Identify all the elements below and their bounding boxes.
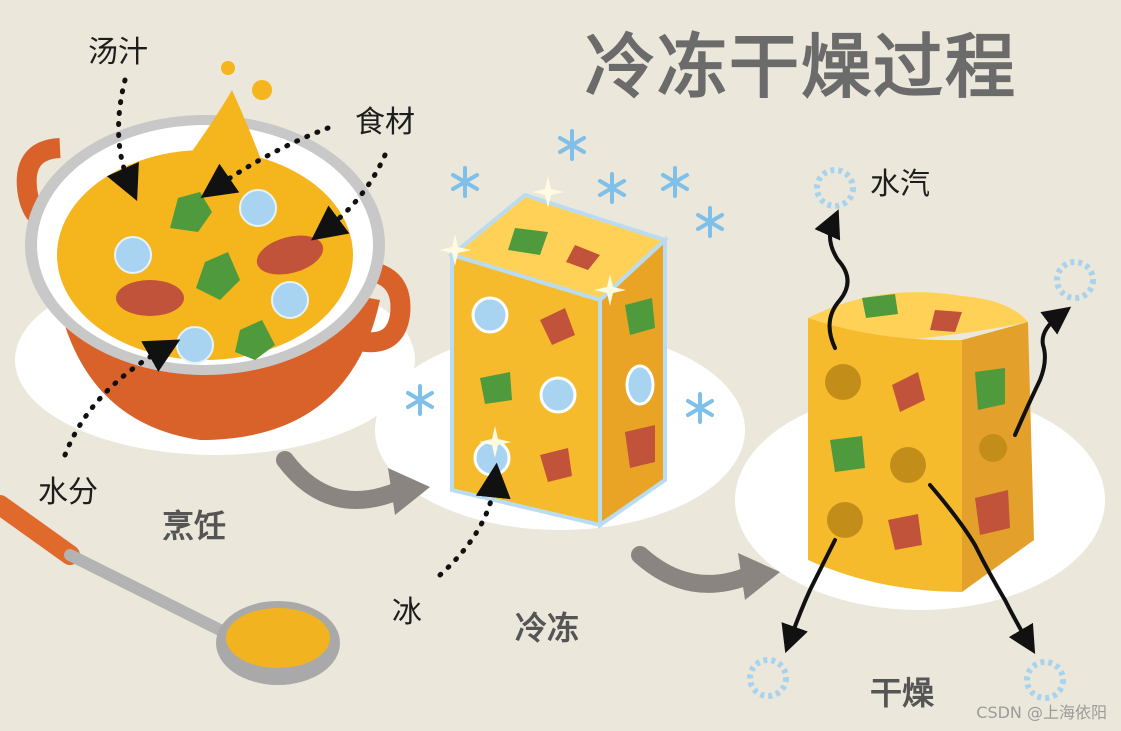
ladle [0, 495, 340, 685]
flow-arrow-cook-to-freeze [276, 451, 430, 515]
label-ice: 冰 [392, 595, 422, 630]
step-dry: 干燥 [870, 674, 935, 712]
label-vapor: 水汽 [870, 167, 930, 202]
label-soup: 汤汁 [88, 35, 148, 70]
water-drop-icon [114, 189, 309, 364]
frozen-block [447, 192, 669, 529]
food-pieces [116, 192, 324, 360]
wavy-arrow-icon [781, 209, 1072, 655]
label-food: 食材 [355, 105, 415, 140]
page-title: 冷冻干燥过程 [585, 26, 1017, 108]
flow-arrow-freeze-to-dry [631, 546, 780, 600]
pointer-arrows [62, 77, 511, 578]
watermark: CSDN @上海依阳 [976, 703, 1107, 722]
step-freeze: 冷冻 [515, 609, 580, 647]
label-moisture: 水分 [38, 475, 98, 510]
step-cook: 烹饪 [162, 507, 227, 545]
dried-block [808, 292, 1034, 592]
